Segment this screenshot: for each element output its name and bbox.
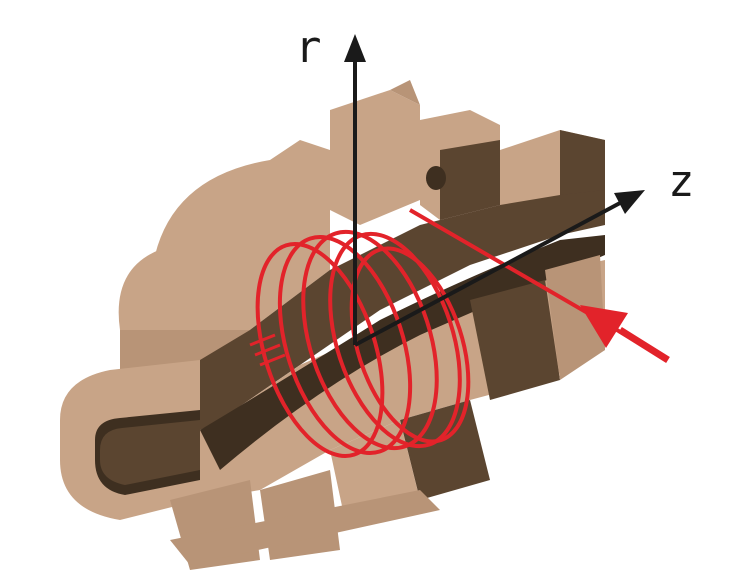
main-body-upper — [200, 190, 605, 430]
nozzle-body — [60, 80, 605, 570]
beam-arrow-icon — [408, 208, 670, 363]
bracket-hole — [426, 166, 446, 190]
helical-coil-icon — [249, 229, 471, 458]
beam-arrow-shaft — [618, 327, 670, 363]
lower-block-right — [400, 400, 490, 500]
top-bracket-left — [330, 90, 420, 225]
right-flange-step1 — [470, 280, 560, 400]
coil-turn — [301, 229, 439, 451]
top-bracket-right-face — [440, 140, 500, 220]
bottom-base — [170, 490, 440, 565]
top-bracket-left-side — [390, 80, 420, 105]
coil-turn — [277, 234, 413, 456]
coil-turn — [255, 242, 385, 458]
right-flange-step2 — [545, 255, 605, 380]
beam-arrow-head — [580, 305, 628, 348]
z-axis-label: z — [668, 156, 695, 207]
coil-lead — [249, 333, 286, 367]
r-axis-label: r — [295, 22, 322, 73]
coil-turn — [328, 231, 462, 449]
coil-turn — [349, 246, 471, 444]
beam-line — [408, 208, 662, 357]
z-axis-arrowhead — [614, 190, 645, 214]
inlet-bore-inner — [100, 420, 200, 485]
z-axis-line — [354, 201, 621, 347]
coordinate-axes — [344, 34, 645, 347]
front-flange-top — [118, 240, 251, 330]
r-axis-arrowhead — [344, 34, 366, 62]
